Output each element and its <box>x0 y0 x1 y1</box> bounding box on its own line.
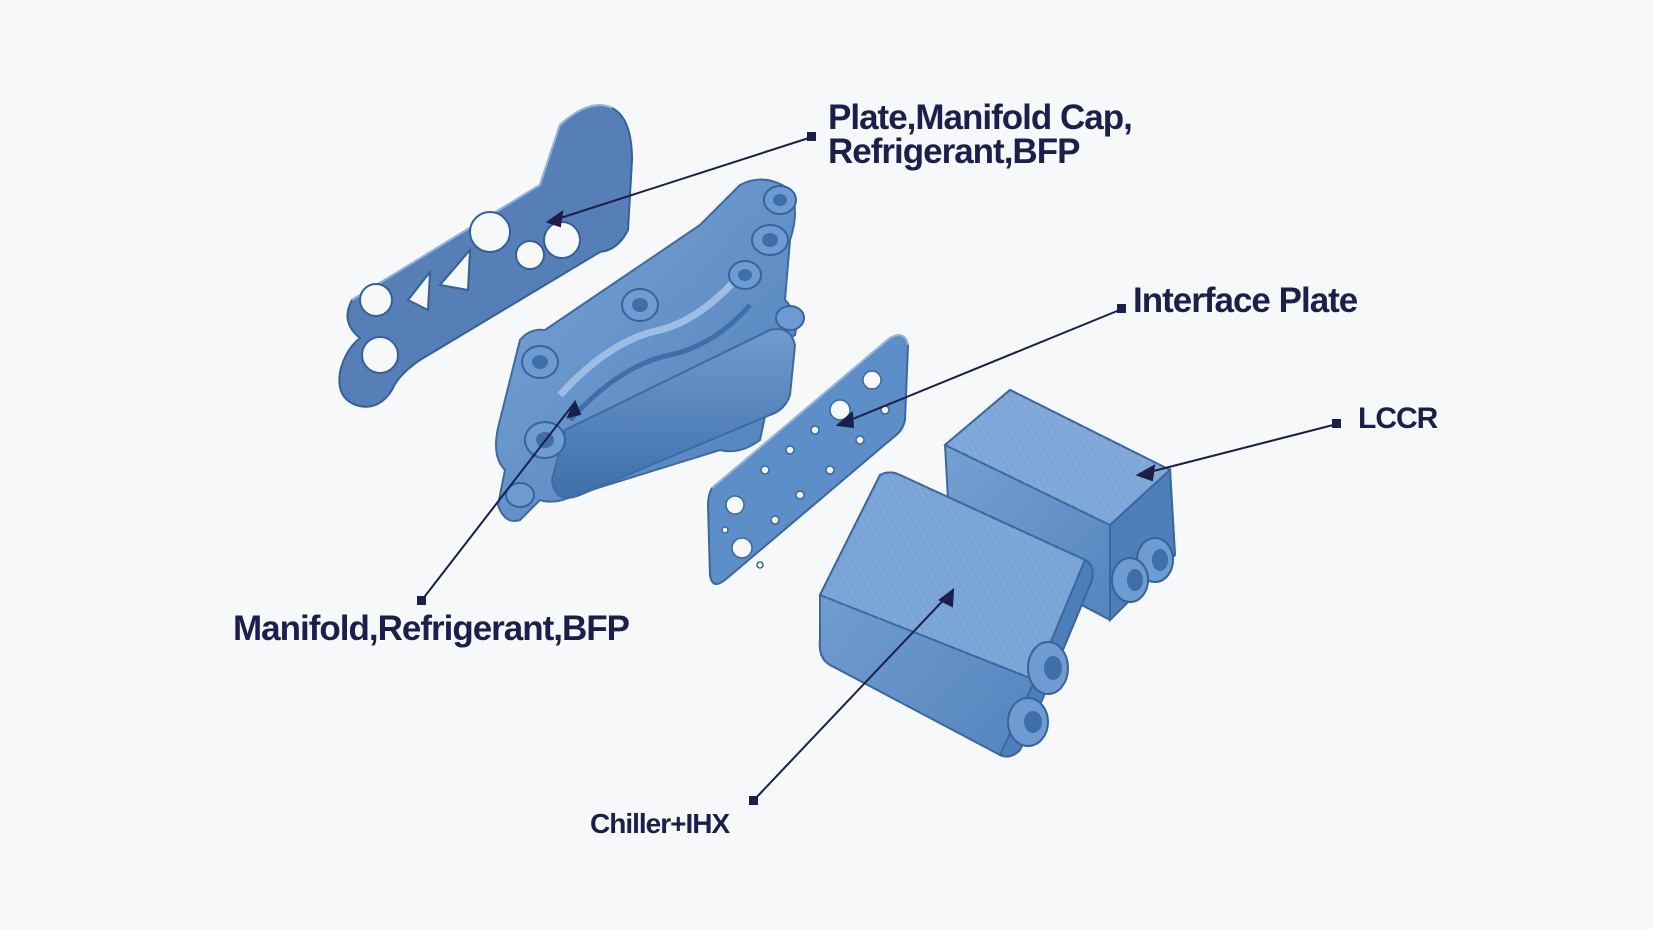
interface-plate-part <box>706 334 910 585</box>
chiller-ihx-part <box>818 471 1094 758</box>
label-plate-line2: Refrigerant,BFP <box>828 132 1080 171</box>
label-chiller-ihx: Chiller+IHX <box>590 808 730 839</box>
leader-line-chiller <box>753 589 954 801</box>
plate-manifold-cap-part <box>338 104 634 408</box>
manifold-part <box>495 178 805 522</box>
label-manifold: Manifold,Refrigerant,BFP <box>233 609 630 648</box>
lccr-part <box>943 388 1177 623</box>
leader-line-manifold <box>421 401 576 601</box>
leader-line-lccr <box>1137 423 1338 476</box>
label-interface-plate: Interface Plate <box>1133 281 1358 320</box>
leader-line-plate <box>547 136 813 223</box>
leader-line-interface <box>837 308 1123 426</box>
label-lccr: LCCR <box>1358 402 1438 435</box>
label-plate-line1: Plate,Manifold Cap, <box>828 98 1133 137</box>
